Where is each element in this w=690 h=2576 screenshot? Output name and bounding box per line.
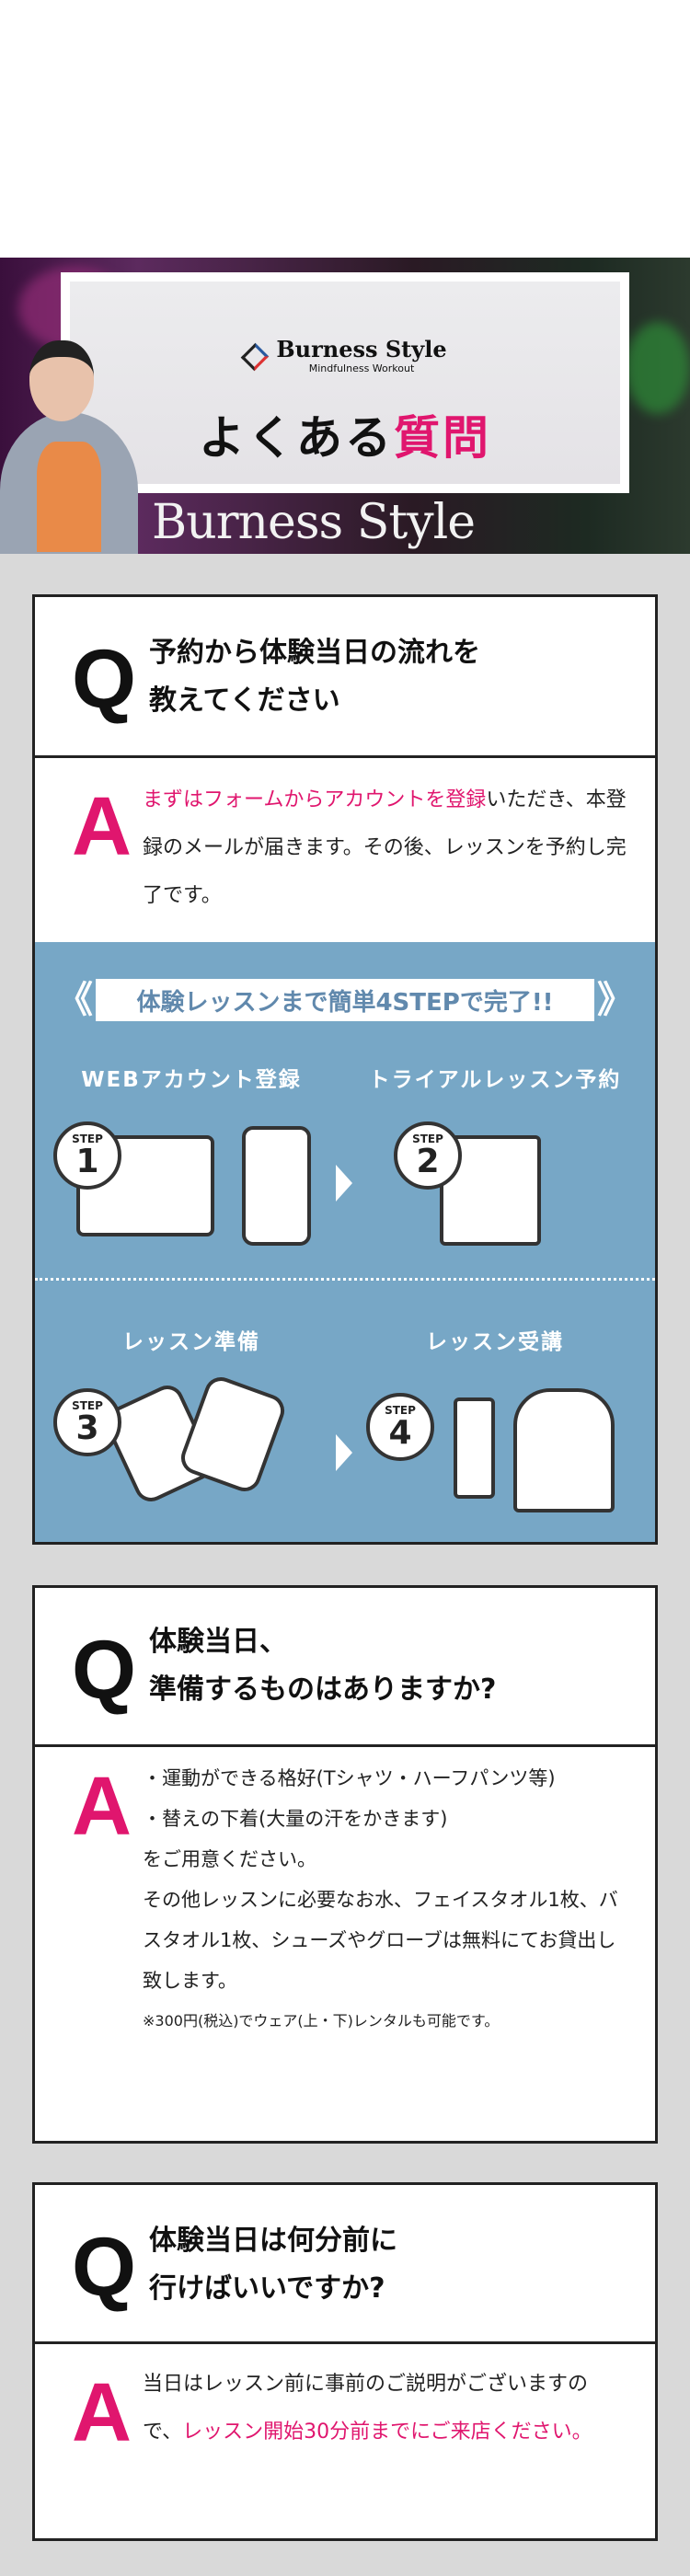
step-3-label: レッスン準備 [122, 1330, 260, 1354]
chevron-left-icon: 《 [56, 979, 93, 1021]
brand-logo-mark-icon [241, 342, 270, 371]
step-1-label: WEBアカウント登録 [81, 1068, 302, 1092]
answer-line: その他レッスンに必要なお水、フェイスタオル1枚、バスタオル1枚、シューズやグロー… [143, 1889, 618, 1992]
question-line: 体験当日は何分前に [149, 2225, 397, 2257]
a-letter: A [72, 1761, 132, 1853]
chevron-right-icon: 》 [597, 979, 634, 1021]
next-arrow-icon [336, 1165, 352, 1202]
faq-question: Q 体験当日、 準備するものはありますか? [35, 1588, 655, 1747]
calendar-pencil-icon [440, 1135, 541, 1246]
faq-item-2: Q 体験当日、 準備するものはありますか? A ・運動ができる格好(Tシャツ・ハ… [32, 1585, 658, 2144]
a-letter: A [72, 781, 132, 873]
punching-bag-icon [454, 1397, 495, 1499]
faq-question: Q 体験当日は何分前に 行けばいいですか? [35, 2185, 655, 2344]
step-2-label: トライアルレッスン予約 [368, 1068, 622, 1092]
question-line: 行けばいいですか? [149, 2272, 385, 2305]
page-title: よくある質問 [70, 401, 620, 467]
title-pink: 質問 [394, 411, 491, 465]
faq-question: Q 予約から体験当日の流れを 教えてください [35, 597, 655, 758]
hero-title-frame: Burness Style Mindfulness Workout よくある質問 [61, 272, 629, 493]
hero-woman-photo [0, 331, 138, 554]
a-letter: A [72, 2367, 132, 2459]
q-letter: Q [72, 2222, 137, 2314]
next-arrow-icon [336, 1434, 352, 1471]
top-blank-area [0, 0, 690, 258]
question-line: 教えてください [149, 684, 340, 717]
answer-text: まずはフォームからアカウントを登録いただき、本登録のメールが届きます。その後、レ… [143, 776, 627, 920]
question-line: 予約から体験当日の流れを [149, 637, 480, 669]
answer-highlight: まずはフォームからアカウントを登録 [143, 788, 487, 811]
phone-icon [242, 1126, 311, 1246]
question-line: 準備するものはありますか? [149, 1673, 497, 1706]
answer-text: ・運動ができる格好(Tシャツ・ハーフパンツ等) ・替えの下着(大量の汗をかきます… [143, 1758, 627, 2041]
q-letter: Q [72, 634, 137, 726]
faq-item-3: Q 体験当日は何分前に 行けばいいですか? A 当日はレッスン前に事前のご説明が… [32, 2182, 658, 2541]
four-step-panel: 《 》 体験レッスンまで簡単4STEPで完了!! WEBアカウント登録 トライア… [35, 942, 655, 1542]
title-black: よくある [199, 411, 394, 465]
steps-banner: 《 》 体験レッスンまで簡単4STEPで完了!! [53, 979, 637, 1021]
boxer-icon [513, 1388, 615, 1512]
question-text: 体験当日は何分前に 行けばいいですか? [149, 2217, 397, 2313]
steps-banner-text: 体験レッスンまで簡単4STEPで完了!! [136, 988, 554, 1017]
faq-hero-banner: Burness Style Mindfulness Workout よくある質問… [0, 258, 690, 554]
question-text: 体験当日、 準備するものはありますか? [149, 1618, 496, 1714]
question-text: 予約から体験当日の流れを 教えてください [149, 629, 480, 725]
question-line: 体験当日、 [149, 1626, 287, 1658]
answer-line: ・替えの下着(大量の汗をかきます) [143, 1808, 448, 1830]
steps-divider [35, 1278, 655, 1281]
rental-note: ※300円(税込)でウェア(上・下)レンタルも可能です。 [143, 2012, 500, 2030]
step-4-label: レッスン受講 [426, 1330, 564, 1354]
faq-item-1: Q 予約から体験当日の流れを 教えてください A まずはフォームからアカウントを… [32, 594, 658, 1545]
brand-logo: Burness Style Mindfulness Workout [70, 339, 620, 374]
brand-name: Burness Style [276, 336, 447, 362]
answer-rest: いただき、本登録のメールが届きます。その後、レッスンを予約し完了です。 [143, 788, 627, 907]
stage-light [626, 322, 690, 414]
answer-line: をご用意ください。 [143, 1848, 316, 1870]
answer-line: ・運動ができる格好(Tシャツ・ハーフパンツ等) [143, 1767, 556, 1789]
q-letter: Q [72, 1625, 137, 1717]
background-brand-word: Burness Style [152, 495, 476, 550]
answer-text: 当日はレッスン前に事前のご説明がございますので、レッスン開始30分前までにご来店… [143, 2361, 627, 2456]
brand-tagline: Mindfulness Workout [308, 362, 415, 374]
answer-start: 当日はレッスン前に事前のご説明がございますので、 [143, 2373, 589, 2444]
answer-highlight: レッスン開始30分前までにご来店ください。 [182, 2421, 592, 2444]
